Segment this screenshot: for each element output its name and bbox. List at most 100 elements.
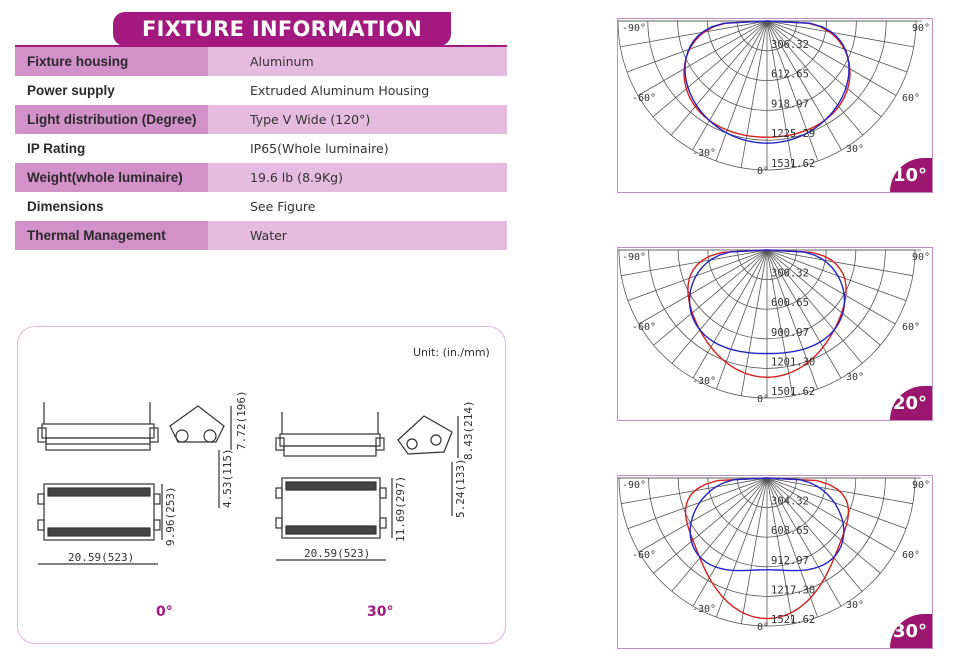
polar-spoke — [716, 249, 768, 390]
ring-value-label: 600.65 — [771, 297, 809, 309]
polar-spoke — [766, 249, 794, 396]
distribution-curve-1 — [683, 20, 851, 138]
polar-spoke — [692, 477, 768, 607]
angle-label: -60° — [632, 550, 656, 561]
angle-label: -60° — [632, 322, 656, 333]
ring-value-label: 900.97 — [771, 327, 809, 339]
angle-label: -30° — [692, 376, 716, 387]
tilt-badge: 10° — [890, 158, 932, 192]
polar-spoke — [766, 477, 818, 618]
polar-spoke — [671, 249, 768, 364]
angle-label: 90° — [912, 23, 930, 34]
distribution-curve-1 — [687, 249, 847, 379]
fixture-30-side-view — [275, 412, 385, 457]
ring-value-label: 1225.29 — [771, 128, 815, 140]
section-title: FIXTURE INFORMATION — [113, 12, 451, 46]
spec-label: IP Rating — [27, 141, 86, 156]
fixture-30-top-view — [275, 477, 393, 561]
spec-value: Water — [250, 228, 287, 243]
polar-spoke — [766, 249, 818, 390]
fixture-0-width: 9.96(253) — [164, 486, 177, 546]
spec-value: IP65(Whole luminaire) — [250, 141, 389, 156]
angle-label: 30° — [846, 372, 864, 383]
spec-label: Weight(whole luminaire) — [15, 163, 208, 192]
ring-value-label: 608.65 — [771, 525, 809, 537]
spec-label: Fixture housing — [15, 47, 208, 76]
polar-grid: 300.32600.65900.971201.301501.62-90°90°-… — [618, 249, 930, 405]
fixture-0-end-view — [169, 405, 232, 508]
polar-spoke — [766, 477, 794, 624]
spec-row: IP Rating IP65(Whole luminaire) — [15, 134, 507, 163]
angle-label: -30° — [692, 604, 716, 615]
angle-label: -90° — [622, 252, 646, 263]
polar-spoke — [766, 20, 882, 118]
polar-spoke — [766, 477, 842, 607]
fixture-30-end-view — [397, 415, 459, 516]
tilt-badge: 20° — [890, 386, 932, 420]
angle-label: 30° — [846, 144, 864, 155]
ring-value-label: 300.32 — [771, 268, 809, 280]
fixture-30-height-top: 8.43(214) — [462, 400, 475, 460]
polar-spoke — [626, 20, 768, 73]
ring-value-label: 1217.30 — [771, 584, 815, 596]
fixture-30-length: 20.59(523) — [304, 547, 370, 560]
distribution-curve-1 — [684, 477, 850, 620]
angle-label: 0° — [757, 166, 769, 177]
fixture-0-height-top: 7.72(196) — [235, 390, 248, 450]
distribution-curve-2 — [688, 249, 846, 355]
spec-value: 19.6 lb (8.9Kg) — [250, 170, 343, 185]
ring-value-label: 1201.30 — [771, 356, 815, 368]
polar-spoke — [715, 20, 768, 162]
polar-spoke — [740, 477, 768, 624]
fixture-30-width: 11.69(297) — [394, 476, 407, 542]
spec-row: Light distribution (Degree) Type V Wide … — [15, 105, 507, 134]
polar-grid: 306.32612.65918.971225.291531.62-90°90°-… — [618, 20, 930, 177]
polar-spoke — [692, 249, 768, 379]
angle-label: -60° — [632, 93, 656, 104]
ring-value-label: 912.97 — [771, 555, 809, 567]
polar-spoke — [670, 20, 768, 136]
unit-label: Unit: (in./mm) — [413, 346, 490, 359]
polar-spoke — [766, 20, 897, 96]
polar-spoke — [766, 477, 896, 553]
ring-value-label: 1501.62 — [771, 386, 815, 398]
fixture-30-angle: 30° — [367, 604, 394, 620]
ring-value-label: 1531.62 — [771, 158, 815, 170]
ring-value-label: 1521.62 — [771, 614, 815, 626]
angle-label: 0° — [757, 394, 769, 405]
tilt-badge: 30° — [890, 614, 932, 648]
spec-label: Thermal Management — [15, 221, 208, 250]
ring-value-label: 304.32 — [771, 496, 809, 508]
spec-value: See Figure — [250, 199, 316, 214]
polar-spoke — [766, 477, 907, 529]
polar-spoke — [638, 249, 768, 325]
fixture-drawings: 7.72(196) 4.53(115) 9.96(253) 20.59(523)… — [37, 390, 475, 565]
ring-value-label: 612.65 — [771, 69, 809, 81]
polar-spoke — [766, 20, 908, 73]
polar-spoke — [766, 249, 907, 301]
fixture-30-height-side: 5.24(133) — [454, 458, 467, 518]
angle-label: 30° — [846, 600, 864, 611]
angle-label: 0° — [757, 622, 769, 633]
spec-label: Power supply — [27, 83, 115, 98]
polar-spoke — [766, 249, 896, 325]
polar-spoke — [653, 249, 768, 346]
polar-spoke — [766, 477, 881, 574]
polar-spoke — [766, 20, 842, 151]
polar-spoke — [740, 20, 768, 168]
distribution-curve-2 — [684, 20, 850, 144]
polar-spoke — [637, 20, 768, 96]
spec-value: Aluminum — [250, 54, 314, 69]
spec-row: Fixture housing Aluminum — [15, 47, 507, 76]
fixture-0-height-side: 4.53(115) — [221, 448, 234, 508]
angle-label: -30° — [692, 148, 716, 159]
angle-label: -90° — [622, 480, 646, 491]
spec-label: Dimensions — [27, 199, 104, 214]
polar-spoke — [716, 477, 768, 618]
fixture-0-side-view — [37, 402, 159, 451]
angle-label: -90° — [622, 23, 646, 34]
fixture-0-angle: 0° — [156, 604, 173, 620]
polar-spoke — [652, 20, 768, 118]
